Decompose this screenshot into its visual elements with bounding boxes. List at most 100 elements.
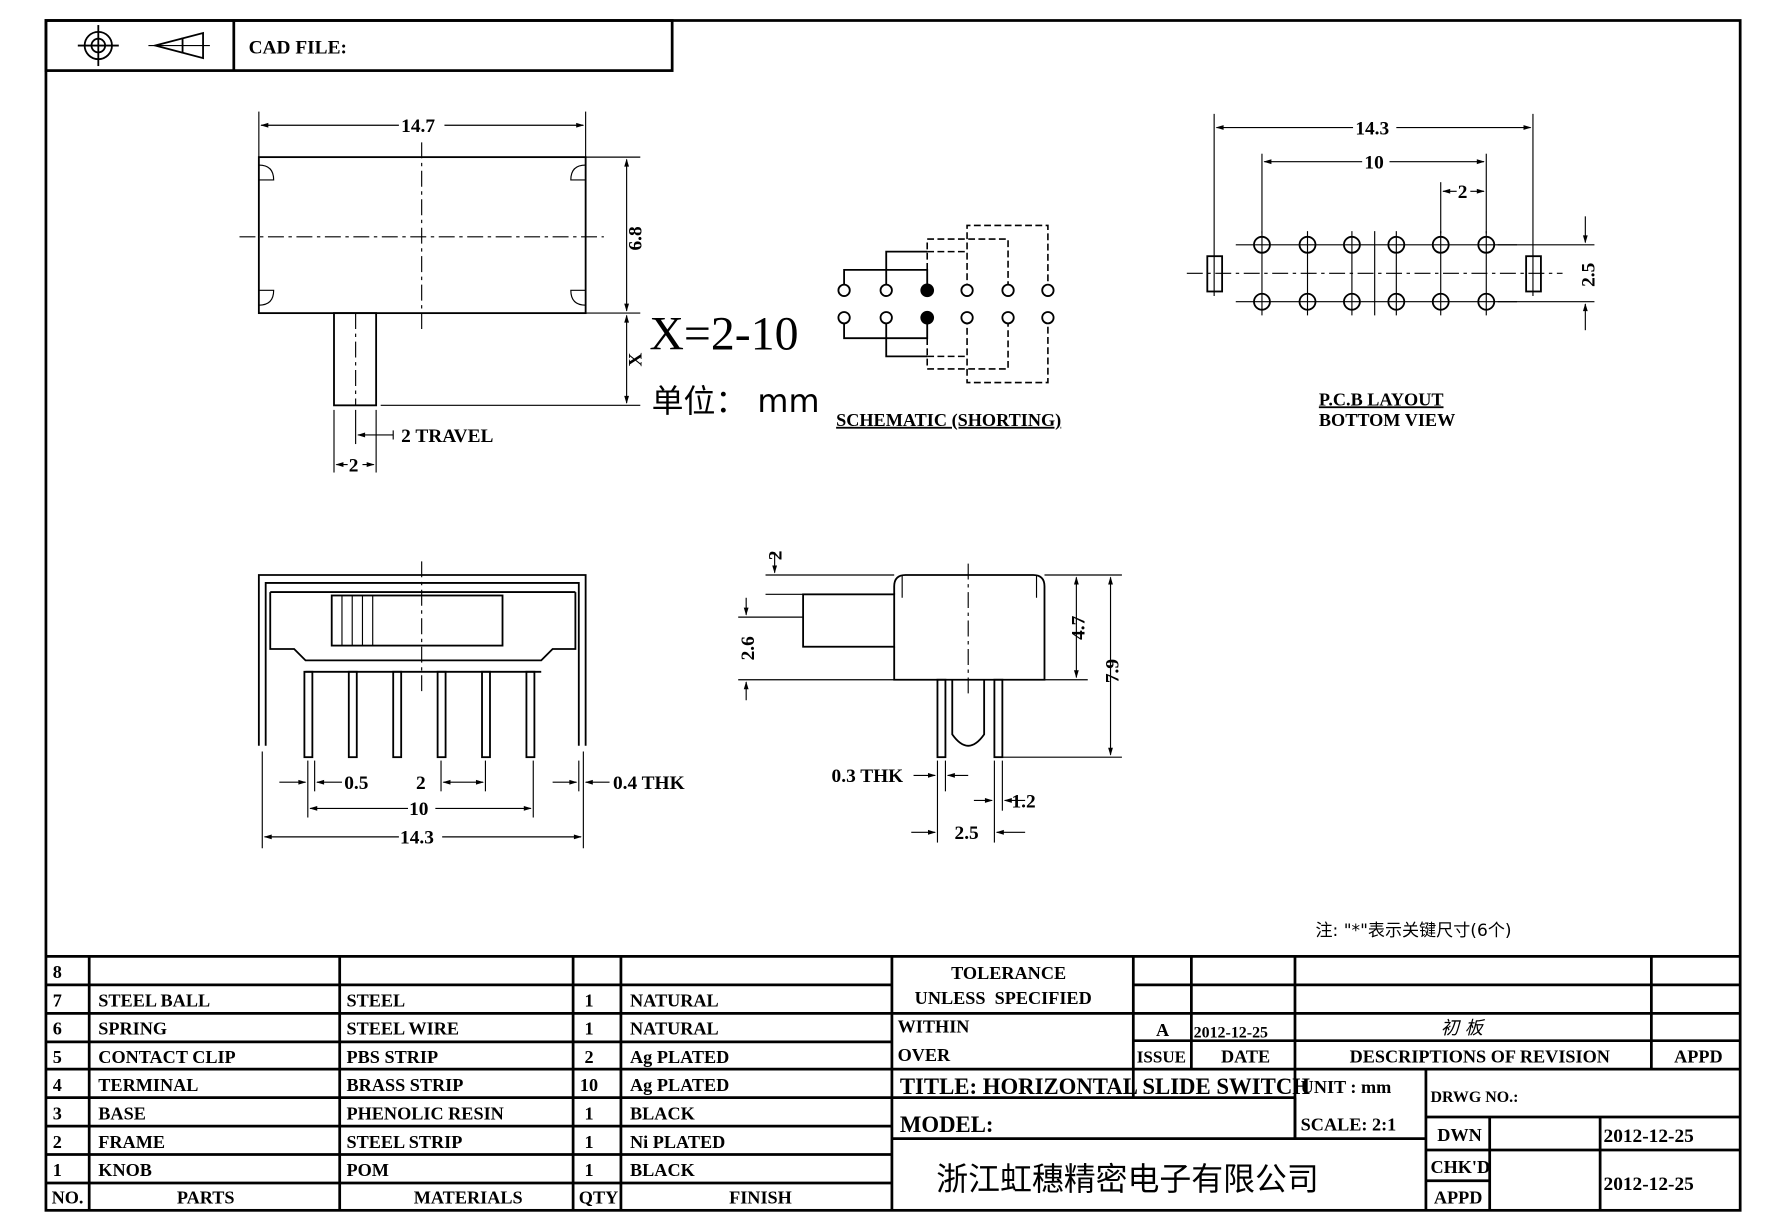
bom-cell-qty: 1 — [584, 990, 593, 1010]
bom-cell-finish: NATURAL — [630, 990, 719, 1010]
bom-cell-no: 1 — [53, 1160, 62, 1180]
drawing-rect — [347, 454, 363, 474]
drawing-path — [901, 574, 1038, 598]
drawing-circle — [879, 283, 893, 297]
front-span-dim: 10 — [409, 799, 428, 820]
drawing-rect — [1362, 150, 1390, 171]
key-dimension-note: 注: "*"表示关键尺寸(6个) — [1315, 921, 1511, 941]
bom-cell-qty: 10 — [580, 1075, 598, 1095]
dim-knob-width: 2 — [349, 455, 359, 476]
bom-cell-no: 6 — [53, 1019, 62, 1039]
terminal-pins — [303, 670, 536, 759]
pcb-span-dim: 10 — [1364, 153, 1383, 174]
descriptions-label: DESCRIPTIONS OF REVISION — [1350, 1046, 1610, 1066]
company-name: 浙江虹穗精密电子有限公司 — [936, 1160, 1319, 1198]
bom-cell-materials: BRASS STRIP — [347, 1075, 464, 1095]
revision-date: 2012-12-25 — [1194, 1024, 1268, 1041]
side-knob-height-dim: 2.6 — [738, 636, 759, 661]
side-view: 2 2.6 4.7 7.9 0.3 THK 1.2 2.5 — [738, 551, 1123, 845]
drawing-path — [926, 224, 1049, 285]
drawing-rect — [44, 19, 674, 72]
bom-cell-parts: BASE — [98, 1104, 146, 1124]
bom-cell-finish: BLACK — [630, 1160, 696, 1180]
scale-label: SCALE: 2:1 — [1301, 1115, 1397, 1135]
unit-note: 单位： mm — [652, 382, 820, 420]
drawing-path — [269, 592, 577, 662]
drawing-rect — [330, 594, 504, 647]
over-label: OVER — [898, 1045, 951, 1065]
bom-cell-finish: BLACK — [630, 1104, 696, 1124]
drawing-circle — [879, 311, 893, 325]
issue-value: A — [1156, 1020, 1170, 1040]
dwn-label: DWN — [1437, 1125, 1481, 1145]
drawing-rect — [1353, 116, 1397, 137]
bom-cell-no: 3 — [53, 1104, 62, 1124]
within-label: WITHIN — [898, 1017, 970, 1037]
bom-cell-no: 8 — [53, 962, 62, 982]
pcb-holes — [1253, 231, 1496, 316]
bom-cell-finish: Ag PLATED — [630, 1075, 729, 1095]
bom-cell-parts: STEEL BALL — [98, 990, 210, 1010]
side-body-height-dim: 4.7 — [1068, 615, 1089, 640]
bom-cell-qty: 1 — [584, 1132, 593, 1152]
drawing-title: TITLE: HORIZONTAL SLIDE SWITCH — [900, 1074, 1310, 1099]
unless-specified-label: UNLESS SPECIFIED — [915, 988, 1092, 1008]
side-pin-spacing-dim: 2.5 — [955, 823, 979, 844]
bom-cell-qty: 2 — [584, 1047, 593, 1067]
chkd-label: CHK'D — [1430, 1157, 1490, 1177]
drawing-path — [341, 595, 374, 646]
bom-cell-qty: 1 — [584, 1160, 593, 1180]
bom-cell-materials: STEEL WIRE — [347, 1019, 459, 1039]
bom-header-qty: QTY — [579, 1188, 618, 1208]
crosshair-target-icon — [77, 25, 119, 67]
drawing-circle — [960, 283, 974, 297]
bom-cell-no: 4 — [53, 1075, 62, 1095]
cad-file-label: CAD FILE: — [249, 38, 347, 59]
first-angle-projection-icon — [148, 31, 210, 60]
bom-cell-materials: PBS STRIP — [347, 1047, 439, 1067]
drawing-circle — [1001, 311, 1015, 325]
front-overall-dim: 14.3 — [400, 828, 434, 849]
bom-header-materials: MATERIALS — [414, 1188, 523, 1208]
bom-cell-no: 2 — [53, 1132, 62, 1152]
bom-cell-parts: CONTACT CLIP — [98, 1047, 235, 1067]
drawing-rect — [398, 113, 445, 135]
bom-cell-parts: KNOB — [98, 1160, 152, 1180]
drawing-rect — [993, 678, 1004, 759]
pcb-label: P.C.B LAYOUT — [1319, 389, 1444, 409]
drawing-path — [87, 956, 894, 1211]
pcb-overall-dim: 14.3 — [1355, 118, 1389, 139]
appd-sign-label: APPD — [1434, 1188, 1483, 1208]
dim-width: 14.7 — [401, 116, 435, 137]
drawing-circle — [1041, 283, 1055, 297]
drawing-rect — [481, 670, 491, 759]
drawing-rect — [1456, 181, 1471, 201]
bom-header-parts: PARTS — [177, 1188, 235, 1208]
bom-cell-parts: FRAME — [98, 1132, 165, 1152]
revision-description: 初 板 — [1441, 1018, 1486, 1039]
bom-cell-materials: PHENOLIC RESIN — [347, 1104, 504, 1124]
drawing-circle — [837, 283, 851, 297]
x-range-label: X=2-10 — [649, 308, 798, 361]
schematic-label: SCHEMATIC (SHORTING) — [836, 410, 1061, 431]
drawing-path — [1261, 231, 1487, 316]
drawing-rect — [408, 798, 436, 819]
side-pin-width-dim: 1.2 — [1011, 791, 1035, 812]
drawing-rect — [303, 670, 314, 759]
drawing-rect — [802, 593, 896, 648]
date-label: DATE — [1221, 1046, 1270, 1066]
drawing-rect — [347, 670, 358, 759]
drawing-path — [843, 323, 929, 358]
pcb-layout: 14.3 10 2 2.5 P.C.B LAYOUT BOTTOM VIEW — [1186, 113, 1599, 430]
drawing-path — [1131, 956, 1653, 1211]
drawing-path — [258, 164, 586, 306]
appd-label: APPD — [1674, 1046, 1723, 1066]
schematic-shorting: SCHEMATIC (SHORTING) — [836, 224, 1061, 431]
bom-cell-finish: Ni PLATED — [630, 1132, 725, 1152]
